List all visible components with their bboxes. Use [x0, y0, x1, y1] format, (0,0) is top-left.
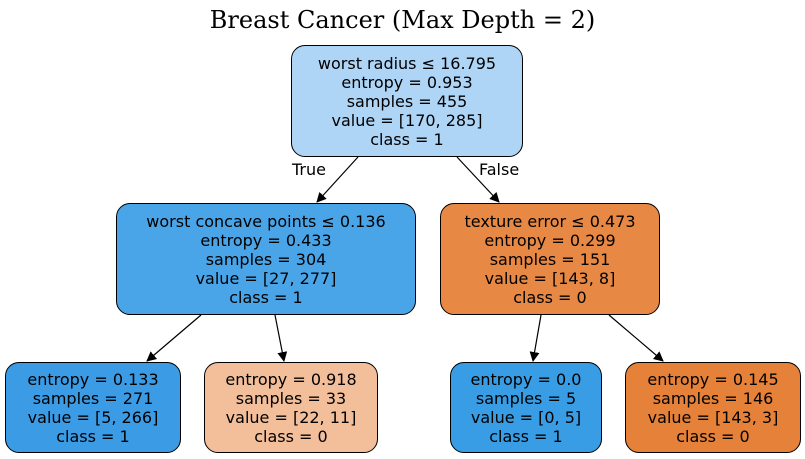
- tree-leaf-1: entropy = 0.133 samples = 271 value = [5…: [5, 362, 181, 453]
- node-split: worst concave points ≤ 0.136: [146, 211, 386, 231]
- node-entropy: entropy = 0.953: [341, 72, 473, 92]
- node-entropy: entropy = 0.0: [470, 369, 582, 389]
- node-entropy: entropy = 0.299: [484, 230, 616, 250]
- node-samples: samples = 33: [235, 388, 347, 408]
- edge-n2-to-l3: [529, 314, 542, 362]
- tree-leaf-3: entropy = 0.0 samples = 5 value = [0, 5]…: [450, 362, 602, 453]
- node-value: value = [27, 277]: [195, 268, 337, 288]
- node-class: class = 1: [229, 287, 303, 307]
- edge-n2-to-l4: [608, 314, 664, 362]
- node-value: value = [143, 3]: [647, 407, 779, 427]
- edge-root-to-n1: [316, 156, 359, 203]
- node-samples: samples = 5: [475, 388, 577, 408]
- node-class: class = 1: [489, 426, 563, 446]
- node-split: worst radius ≤ 16.795: [317, 53, 497, 73]
- edge-label-true: True: [292, 160, 326, 179]
- node-samples: samples = 304: [205, 249, 327, 269]
- edge-n1-to-l2: [274, 314, 288, 362]
- node-class: class = 1: [370, 129, 444, 149]
- tree-node-right: texture error ≤ 0.473 entropy = 0.299 sa…: [440, 203, 660, 315]
- node-class: class = 0: [254, 426, 328, 446]
- edge-root-to-n2: [456, 156, 500, 203]
- node-samples: samples = 455: [346, 91, 468, 111]
- node-value: value = [22, 11]: [225, 407, 357, 427]
- tree-leaf-4: entropy = 0.145 samples = 146 value = [1…: [625, 362, 801, 453]
- node-split: texture error ≤ 0.473: [464, 211, 636, 231]
- node-class: class = 0: [513, 287, 587, 307]
- edge-label-false: False: [479, 160, 520, 179]
- diagram-title: Breast Cancer (Max Depth = 2): [209, 6, 596, 34]
- node-class: class = 0: [676, 426, 750, 446]
- node-samples: samples = 146: [652, 388, 774, 408]
- node-entropy: entropy = 0.918: [225, 369, 357, 389]
- node-value: value = [170, 285]: [331, 110, 483, 130]
- node-entropy: entropy = 0.133: [27, 369, 159, 389]
- edge-n1-to-l1: [146, 314, 202, 362]
- node-samples: samples = 151: [489, 249, 611, 269]
- node-entropy: entropy = 0.433: [200, 230, 332, 250]
- node-samples: samples = 271: [32, 388, 154, 408]
- tree-leaf-2: entropy = 0.918 samples = 33 value = [22…: [204, 362, 378, 453]
- node-class: class = 1: [56, 426, 130, 446]
- tree-node-left: worst concave points ≤ 0.136 entropy = 0…: [116, 203, 416, 315]
- tree-node-root: worst radius ≤ 16.795 entropy = 0.953 sa…: [291, 45, 523, 157]
- node-value: value = [0, 5]: [470, 407, 582, 427]
- node-value: value = [143, 8]: [484, 268, 616, 288]
- node-entropy: entropy = 0.145: [647, 369, 779, 389]
- node-value: value = [5, 266]: [27, 407, 159, 427]
